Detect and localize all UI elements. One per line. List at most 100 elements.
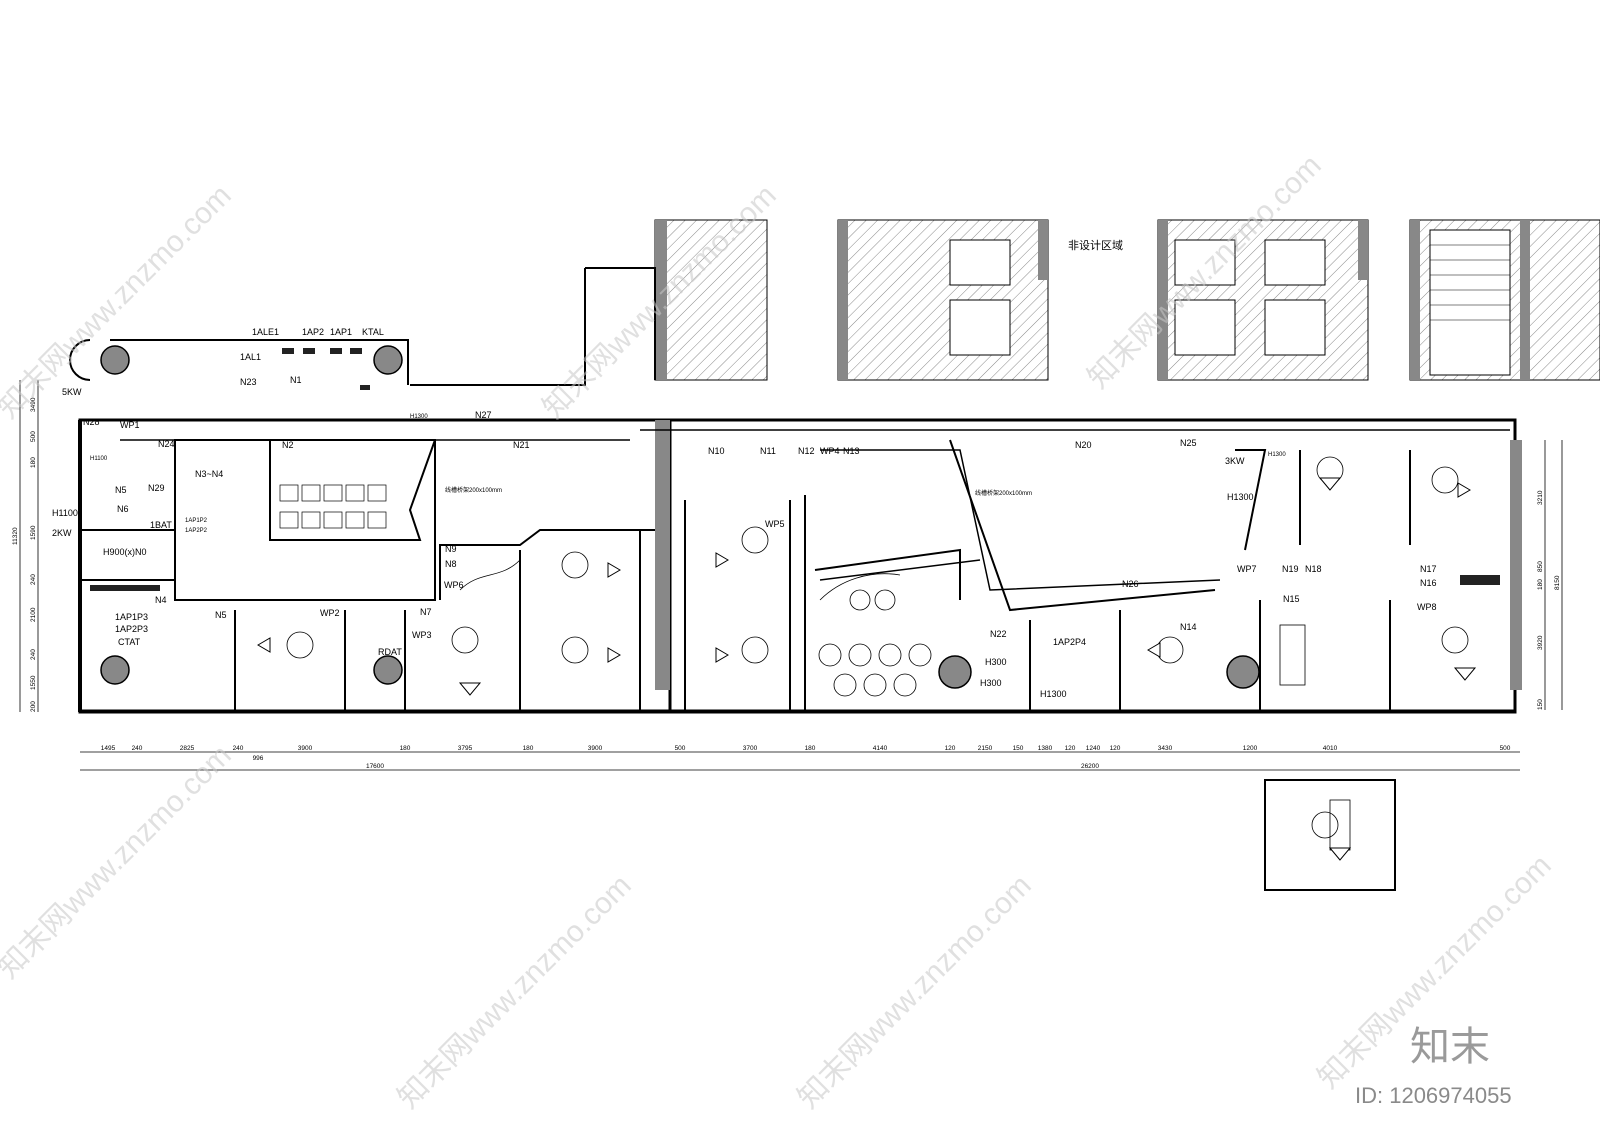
svg-text:240: 240 [132, 745, 143, 752]
cable-tray [120, 429, 1510, 591]
svg-text:CTAT: CTAT [118, 637, 141, 647]
svg-text:2825: 2825 [180, 745, 195, 752]
svg-text:N10: N10 [708, 446, 725, 456]
svg-text:3700: 3700 [743, 745, 758, 752]
total-left-dimension: 17600 [366, 763, 384, 770]
svg-text:N8: N8 [445, 559, 457, 569]
light-fixtures [257, 477, 1477, 861]
svg-text:N23: N23 [240, 377, 257, 387]
svg-text:240: 240 [30, 649, 37, 660]
svg-text:3430: 3430 [1158, 745, 1173, 752]
svg-text:N26: N26 [1122, 579, 1139, 589]
svg-text:N15: N15 [1283, 594, 1300, 604]
svg-text:H1100: H1100 [90, 456, 108, 462]
svg-text:WP7: WP7 [1237, 564, 1257, 574]
svg-text:WP5: WP5 [765, 519, 785, 529]
circuit-labels: N1 N2 N3~N4 N4 N5 N5 N6 N7 N8 N9 N10 N11… [83, 375, 1437, 639]
svg-text:500: 500 [1500, 745, 1511, 752]
svg-text:H300: H300 [985, 657, 1007, 667]
svg-text:120: 120 [1065, 745, 1076, 752]
dims-left-side: 3490 500 180 1590 240 2100 240 1550 200 … [12, 397, 37, 712]
svg-text:1AP1: 1AP1 [330, 327, 352, 337]
svg-text:3210: 3210 [1537, 490, 1544, 505]
svg-text:H1300: H1300 [1040, 689, 1067, 699]
svg-text:1ALE1: 1ALE1 [252, 327, 279, 337]
svg-text:180: 180 [400, 745, 411, 752]
svg-text:180: 180 [30, 457, 37, 468]
svg-text:2100: 2100 [30, 607, 37, 622]
svg-text:240: 240 [30, 574, 37, 585]
svg-text:1AP2P2: 1AP2P2 [185, 528, 208, 534]
wp-labels: WP1 WP2 WP3 WP4 WP5 WP6 WP7 WP8 [120, 420, 1437, 640]
outer-walls [78, 418, 1522, 714]
svg-text:180: 180 [805, 745, 816, 752]
svg-text:KTAL: KTAL [362, 327, 384, 337]
power-notes: 5KW 2KW 3KW [52, 387, 1245, 538]
svg-text:3900: 3900 [298, 745, 313, 752]
svg-text:N16: N16 [1420, 578, 1437, 588]
total-right-side: 8150 [1554, 575, 1561, 590]
svg-text:1590: 1590 [30, 525, 37, 540]
svg-text:H1300: H1300 [1268, 452, 1286, 458]
svg-text:H300: H300 [980, 678, 1002, 688]
svg-text:N14: N14 [1180, 622, 1197, 632]
svg-text:N18: N18 [1305, 564, 1322, 574]
dimension-line-left [19, 380, 39, 712]
svg-text:3795: 3795 [458, 745, 473, 752]
svg-text:WP1: WP1 [120, 420, 140, 430]
svg-text:N1: N1 [290, 375, 302, 385]
svg-text:N24: N24 [158, 439, 175, 449]
svg-text:240: 240 [233, 745, 244, 752]
svg-text:WP8: WP8 [1417, 602, 1437, 612]
svg-text:H900(x)N0: H900(x)N0 [103, 547, 147, 557]
svg-text:线槽桥架200x100mm: 线槽桥架200x100mm [975, 489, 1032, 497]
svg-text:知末网www.znzmo.com: 知末网www.znzmo.com [392, 869, 638, 1115]
svg-text:1AL1: 1AL1 [240, 352, 261, 362]
svg-text:1550: 1550 [30, 675, 37, 690]
meeting-tables [279, 484, 387, 529]
svg-text:1380: 1380 [1038, 745, 1053, 752]
svg-text:1AP2: 1AP2 [302, 327, 324, 337]
svg-text:N28: N28 [83, 417, 100, 427]
non-design-area-label: 非设计区域 [1068, 239, 1123, 252]
height-notes: H1100 H1100 H900(x)N0 H1300 H1300 H1300 … [52, 414, 1286, 699]
svg-text:线槽桥架200x100mm: 线槽桥架200x100mm [445, 486, 502, 494]
svg-text:N19: N19 [1282, 564, 1299, 574]
dim-mid: 996 [253, 755, 264, 762]
svg-text:1AP2P4: 1AP2P4 [1053, 637, 1086, 647]
electrical-panels [90, 348, 1500, 591]
svg-text:3920: 3920 [1537, 635, 1544, 650]
svg-text:200: 200 [30, 701, 37, 712]
interior-walls [80, 439, 1411, 891]
svg-text:N5: N5 [115, 485, 127, 495]
svg-text:120: 120 [1110, 745, 1121, 752]
svg-text:N3~N4: N3~N4 [195, 469, 223, 479]
svg-text:N4: N4 [155, 595, 167, 605]
svg-text:2150: 2150 [978, 745, 993, 752]
svg-text:5KW: 5KW [62, 387, 82, 397]
svg-text:N9: N9 [445, 544, 457, 554]
svg-text:知末网www.znzmo.com: 知末网www.znzmo.com [0, 179, 238, 425]
svg-text:N7: N7 [420, 607, 432, 617]
dims-bottom-right: 500 3700 180 4140 120 2150 150 1380 120 … [675, 745, 1511, 752]
svg-text:180: 180 [1537, 579, 1544, 590]
svg-text:1200: 1200 [1243, 745, 1258, 752]
total-left-side: 11320 [12, 527, 19, 545]
svg-text:2KW: 2KW [52, 528, 72, 538]
panel-labels: 1ALE1 1AP2 1AP1 KTAL 1AL1 [240, 327, 384, 362]
svg-text:WP6: WP6 [444, 580, 464, 590]
svg-text:N11: N11 [760, 446, 776, 456]
svg-text:3900: 3900 [588, 745, 603, 752]
svg-text:知末网www.znzmo.com: 知末网www.znzmo.com [0, 739, 238, 985]
svg-text:N22: N22 [990, 629, 1007, 639]
svg-text:4140: 4140 [873, 745, 888, 752]
svg-text:N17: N17 [1420, 564, 1437, 574]
svg-text:RDAT: RDAT [378, 647, 402, 657]
svg-text:WP4: WP4 [820, 446, 840, 456]
svg-text:1BAT: 1BAT [150, 520, 172, 530]
svg-text:N21: N21 [513, 440, 530, 450]
svg-text:500: 500 [30, 431, 37, 442]
svg-text:N20: N20 [1075, 440, 1092, 450]
non-design-area: 非设计区域 [654, 219, 1600, 381]
image-id: ID: 1206974055 [1355, 1083, 1512, 1108]
